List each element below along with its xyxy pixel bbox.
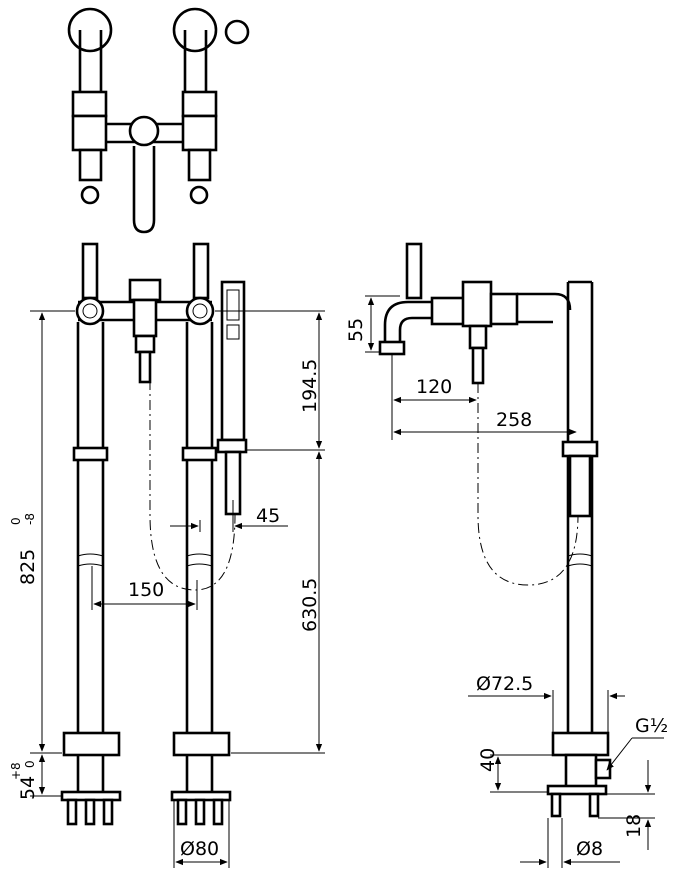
svg-text:-8: -8 (23, 513, 37, 525)
top-view (67, 7, 250, 234)
dim-55: 55 (345, 318, 367, 342)
label-g12: G½ (635, 715, 668, 737)
dim-54: 54 (17, 776, 39, 800)
side-view (378, 242, 612, 818)
dim-194: 194.5 (299, 359, 321, 413)
dim-825: 825 (17, 549, 39, 585)
dim-630: 630.5 (299, 578, 321, 632)
dim-80: Ø80 (180, 838, 219, 860)
svg-text:0: 0 (23, 760, 37, 768)
side-dimensions: 55 120 258 Ø72.5 40 Ø8 18 G½ (345, 295, 668, 868)
dim-258: 258 (496, 409, 532, 431)
svg-text:+8: +8 (9, 762, 23, 780)
svg-text:0: 0 (9, 517, 23, 525)
dim-18: 18 (623, 814, 645, 838)
dim-72-5: Ø72.5 (476, 673, 533, 695)
dim-150: 150 (128, 579, 164, 601)
front-dimensions: 825 0 -8 54 +8 0 194.5 630.5 45 150 Ø80 (9, 310, 325, 868)
dim-120: 120 (416, 376, 452, 398)
front-view (60, 242, 248, 826)
dim-40: 40 (477, 748, 499, 772)
dim-8: Ø8 (576, 838, 603, 860)
dim-45: 45 (256, 505, 280, 527)
